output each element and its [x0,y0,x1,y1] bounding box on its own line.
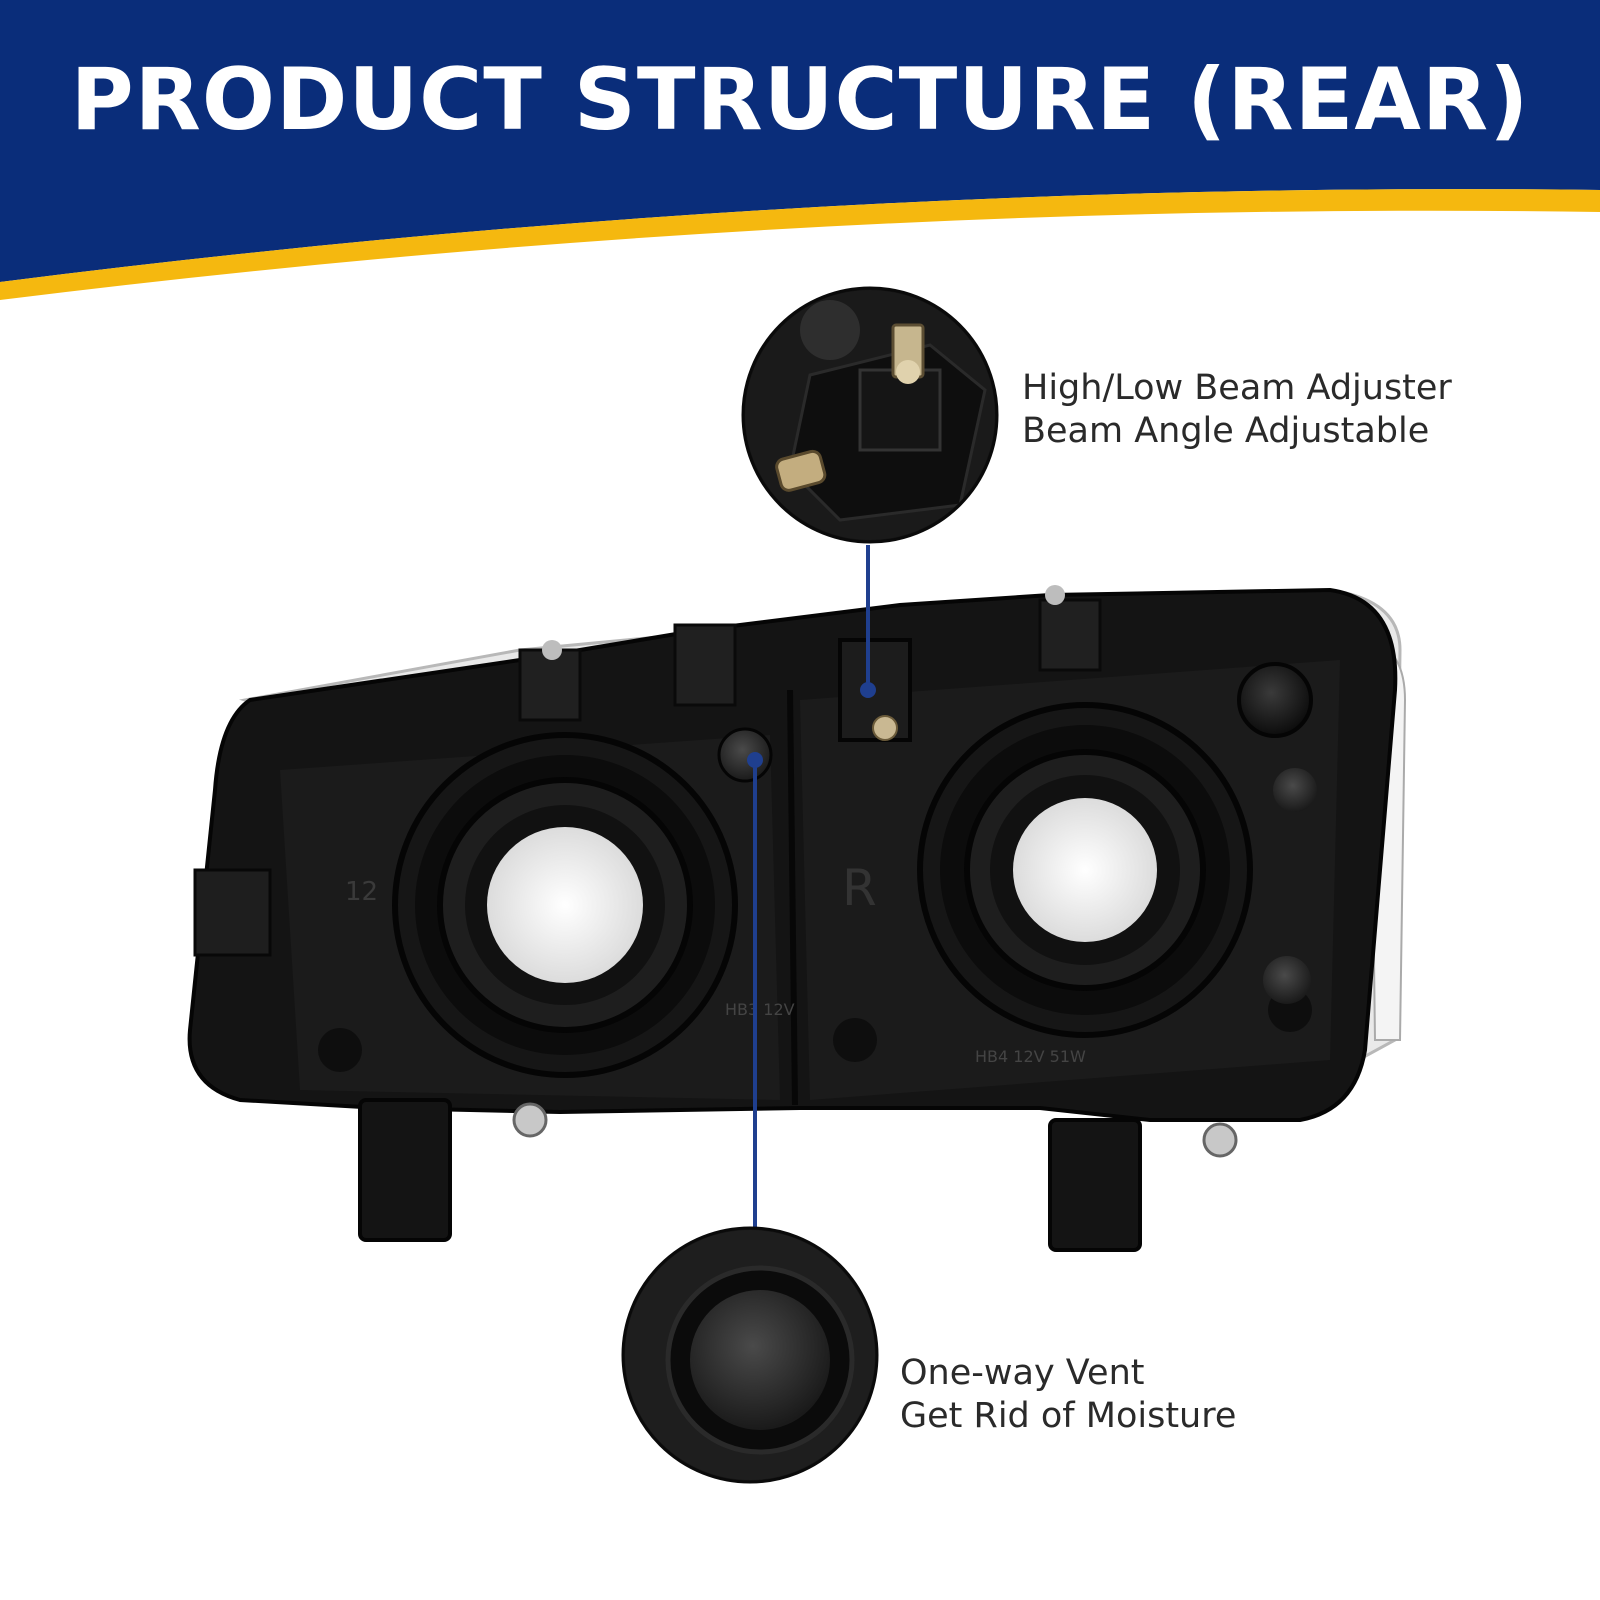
right-vent-lower [1263,956,1311,1004]
adjuster-detail-icon [741,286,999,544]
left-bulb-marking: HB3 12V [725,1000,795,1019]
left-bulb-socket [392,732,738,1078]
banner-background [0,0,1600,300]
header-banner: PRODUCT STRUCTURE (REAR) [0,0,1600,300]
adjuster-callout-title: High/Low Beam Adjuster [1022,368,1452,408]
housing-vent [717,727,773,783]
vent-callout-subtitle: Get Rid of Moisture [900,1396,1237,1436]
right-bulb-marking: HB4 12V 51W [975,1047,1086,1066]
vent-leader-dot [747,752,763,768]
adjuster-leader-dot [860,682,876,698]
left-number-marking: 12 [345,877,378,907]
adjuster-callout-subtitle: Beam Angle Adjustable [1022,411,1430,451]
right-vent-small [1273,768,1317,812]
right-bulb-socket [917,702,1253,1038]
vent-callout: One-way Vent Get Rid of Moisture [900,1352,1236,1438]
adjuster-callout: High/Low Beam Adjuster Beam Angle Adjust… [1022,367,1452,453]
page-title: PRODUCT STRUCTURE (REAR) [70,50,1530,150]
right-vent-cap [1237,662,1313,738]
vent-callout-title: One-way Vent [900,1353,1145,1393]
vent-detail-icon [621,1226,879,1484]
right-letter-marking: R [842,859,877,917]
